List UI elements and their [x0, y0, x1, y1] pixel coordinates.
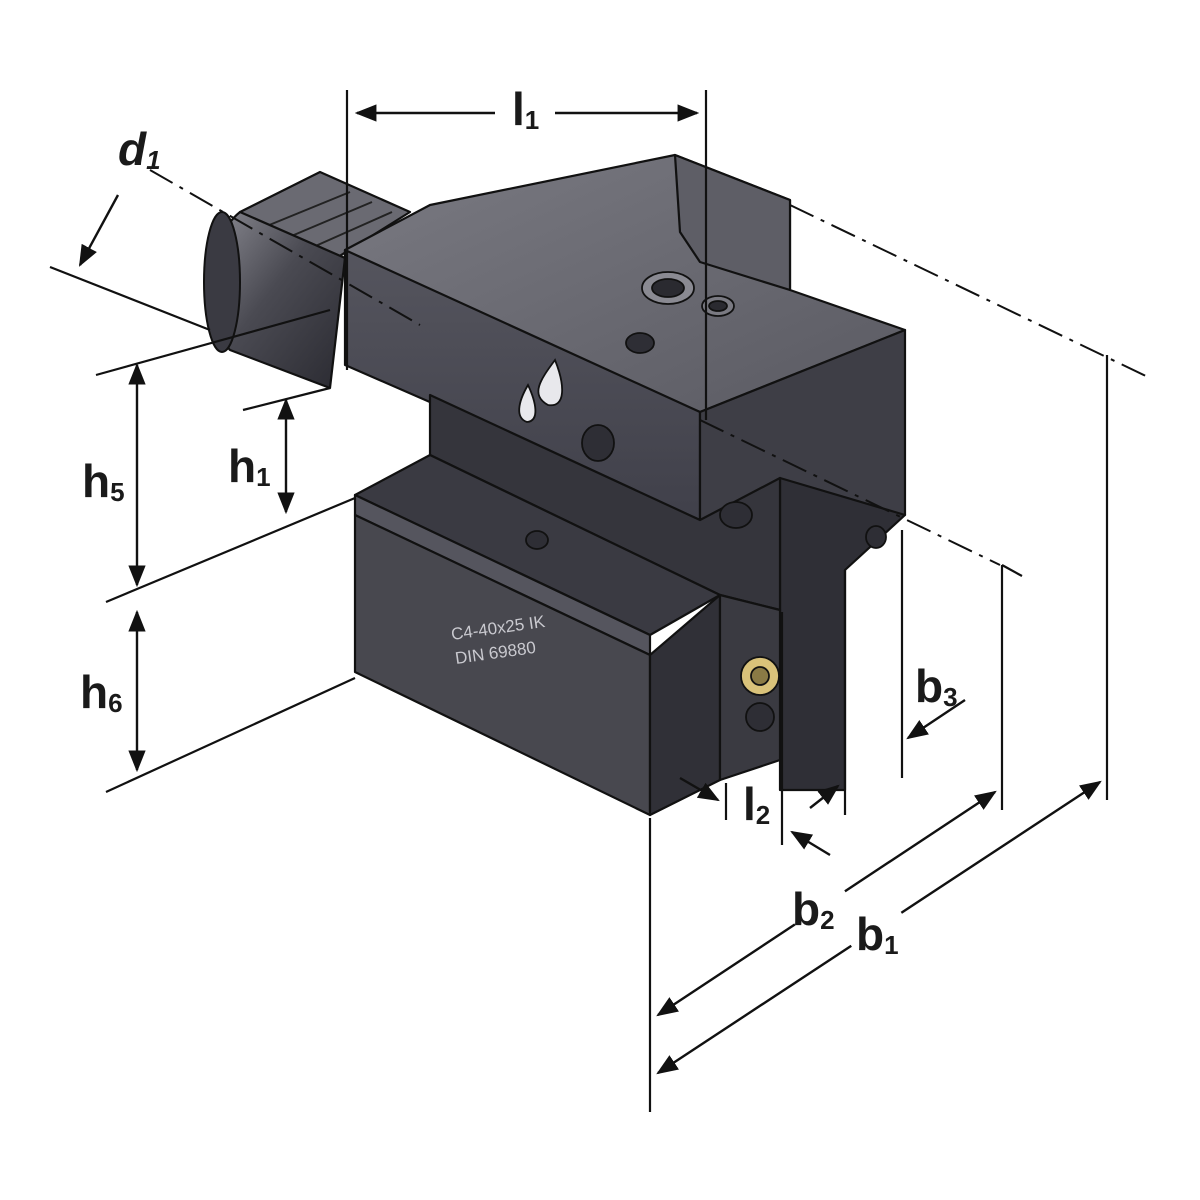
lower-block-side: [778, 476, 907, 792]
label-l2: l2: [743, 778, 770, 830]
label-l1: l1: [512, 83, 539, 135]
dim-l2-right: [790, 830, 831, 857]
side-screw-right: [865, 525, 887, 549]
axis-centerline: [149, 169, 421, 326]
tool-holder-body: [203, 153, 907, 817]
label-b1: b1: [856, 908, 899, 960]
front-screw: [581, 424, 615, 462]
label-d1: d1: [118, 123, 161, 175]
centerlines: [149, 169, 1151, 566]
body-features: [518, 271, 887, 732]
dimension-labels: l1 d1 h5 h1 h6 l2 b3 b2 b1: [80, 83, 958, 960]
label-backgrounds: [782, 872, 918, 971]
clamp-screw: [525, 530, 549, 550]
label-h5: h5: [82, 455, 125, 507]
label-b3: b3: [915, 660, 958, 712]
label-h1: h1: [228, 440, 271, 492]
dim-b3: [906, 699, 966, 740]
label-h6: h6: [80, 666, 123, 718]
coolant-drop-large-icon: [537, 358, 564, 406]
top-screw: [625, 332, 655, 354]
dim-d1: [78, 194, 120, 267]
side-screw-upper: [719, 501, 753, 529]
coolant-drop-small-icon: [518, 383, 537, 423]
label-b2: b2: [792, 883, 835, 935]
head-step: [673, 153, 792, 292]
side-screw-lower: [745, 702, 775, 732]
